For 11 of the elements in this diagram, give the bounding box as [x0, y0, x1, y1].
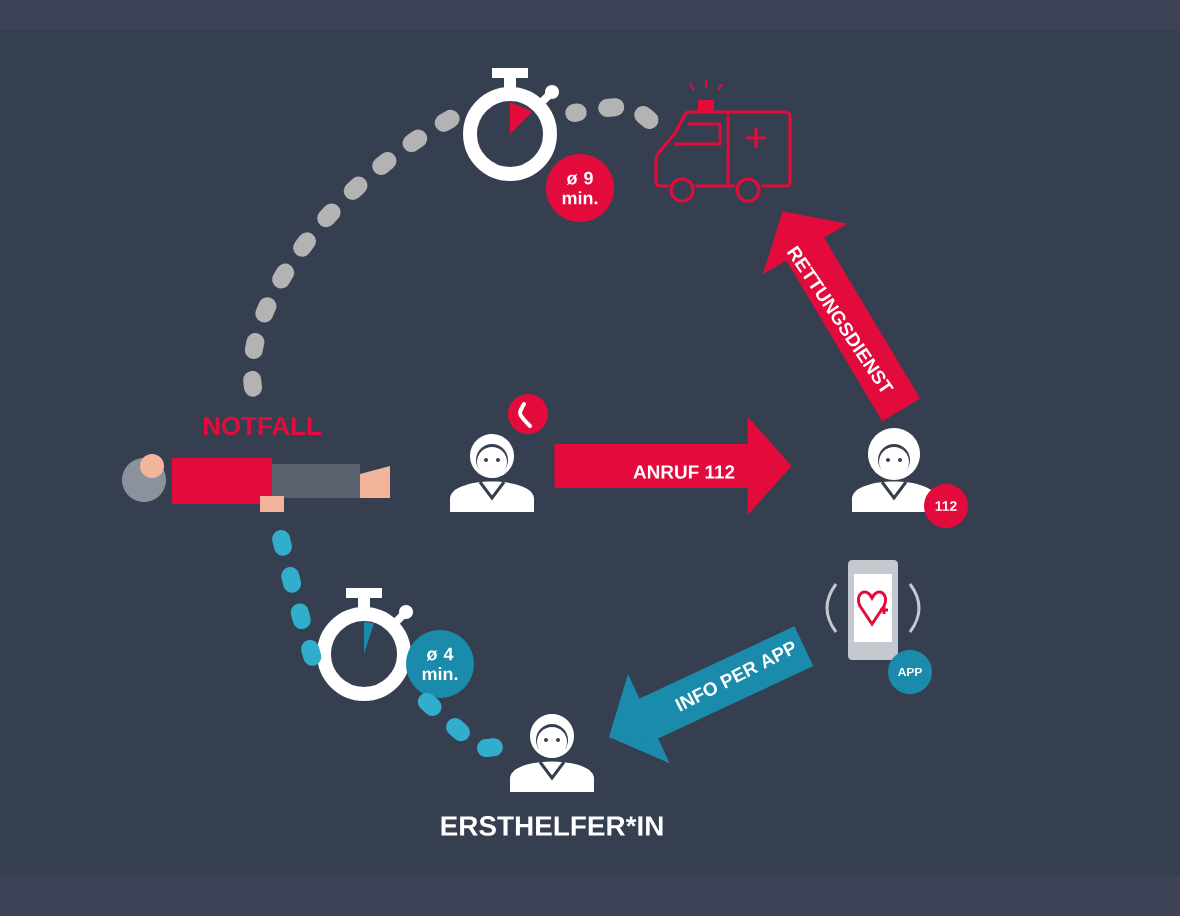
- dotted-path: [243, 109, 460, 397]
- time-badge: ø 9 min.: [546, 154, 614, 222]
- ambulance-icon: [654, 79, 792, 204]
- role-label: ERSTHELFER*IN: [441, 816, 663, 836]
- dotted-path: [413, 688, 503, 758]
- heading: NOTFALL: [204, 416, 321, 436]
- caller-icon: [450, 394, 548, 512]
- edge-label: INFO PER APP: [674, 641, 795, 712]
- dotted-path: [565, 97, 659, 129]
- time-badge: ø 4 min.: [406, 630, 474, 698]
- edge-label: ANRUF 112: [633, 465, 735, 479]
